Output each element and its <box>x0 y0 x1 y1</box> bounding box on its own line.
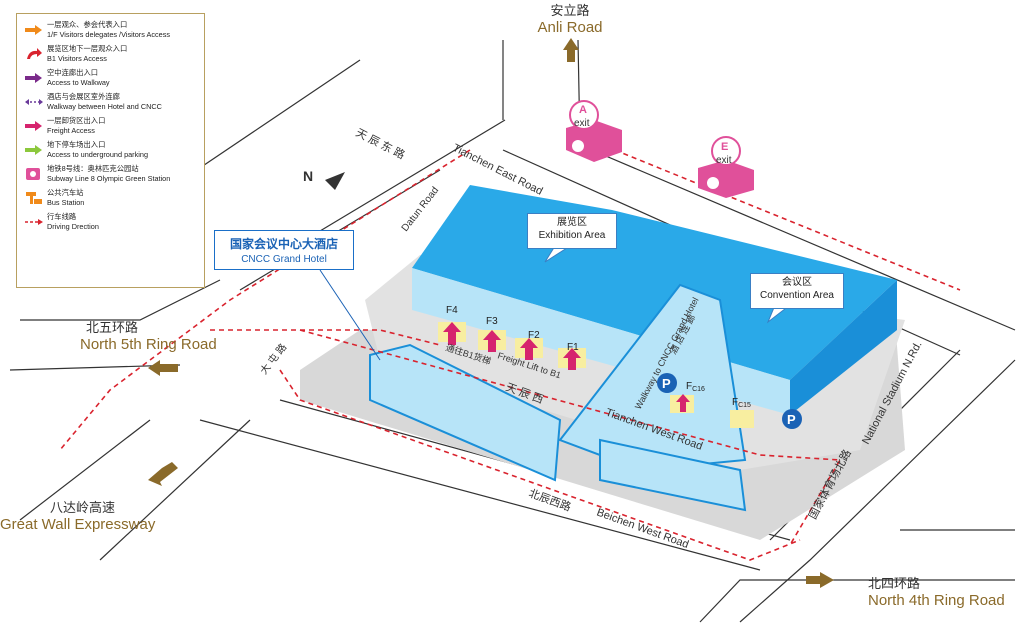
exhibition-callout: 展览区 Exhibition Area <box>527 213 617 249</box>
orange-arrow-icon <box>25 20 47 40</box>
greatwall-en: Great Wall Expressway <box>0 516 156 533</box>
svg-text:A: A <box>579 104 587 116</box>
tianchen-east-zh: 天 辰 东 路 <box>354 126 407 162</box>
hotel-callout: 国家会议中心大酒店 CNCC Grand Hotel <box>214 230 354 270</box>
north5-en: North 5th Ring Road <box>80 336 217 353</box>
datun-label: Datun Road <box>400 185 442 234</box>
svg-text:exit: exit <box>716 155 732 166</box>
anli-zh: 安立路 <box>550 3 590 18</box>
gate-fc15: FC15 <box>732 397 751 409</box>
north5-road-label: 北五环路 North 5th Ring Road <box>80 317 240 353</box>
hotel-en: CNCC Grand Hotel <box>241 254 327 265</box>
tianchen-east-label: Tianchen East Road <box>451 142 545 198</box>
legend-en: Access to Walkway <box>47 77 110 87</box>
exhibition-callout-pointer <box>544 245 571 263</box>
north5-zh: 北五环路 <box>86 320 139 335</box>
purple-arrow-icon <box>25 68 47 88</box>
freight-f3: F3 <box>486 316 498 327</box>
legend-en: Driving Drection <box>47 221 99 231</box>
svg-text:exit: exit <box>574 118 590 129</box>
exhibition-en: Exhibition Area <box>538 230 606 241</box>
exhibition-zh: 展览区 <box>557 217 587 228</box>
hotel-building-2 <box>599 438 747 512</box>
road-direction-arrows <box>148 38 834 588</box>
green-arrow-icon <box>25 140 47 160</box>
anli-en: Anli Road <box>537 19 603 36</box>
datun-zh: 大 屯 路 <box>257 341 289 377</box>
legend-zh: 一层观众、参会代表入口 <box>47 20 128 29</box>
gate-fc16: FC16 <box>686 381 705 393</box>
freight-f4: F4 <box>446 305 458 316</box>
convention-building-face <box>790 280 897 415</box>
convention-callout-pointer <box>766 304 791 324</box>
north-label: N <box>303 168 313 184</box>
legend-zh: 空中连廊出入口 <box>47 68 99 77</box>
subway-icon <box>25 164 47 184</box>
north4-en: North 4th Ring Road <box>868 592 1005 609</box>
red-dashed-line-icon <box>25 212 47 232</box>
svg-text:P: P <box>787 412 796 427</box>
svg-text:E: E <box>721 141 728 153</box>
legend-zh: 酒店与会展区室外连廊 <box>47 92 120 101</box>
svg-text:P: P <box>662 376 671 391</box>
subway-exit-a: A exit <box>566 100 622 162</box>
legend-en: Subway Line 8 Olympic Green Station <box>47 173 171 183</box>
legend-en: Bus Station <box>47 197 85 207</box>
freight-f2: F2 <box>528 330 540 341</box>
magenta-arrow-icon <box>25 116 47 136</box>
legend-zh: 地铁8号线：奥林匹克公园站 <box>47 164 139 173</box>
bus-stop-icon <box>25 188 47 208</box>
legend-zh: 一层卸货区出入口 <box>47 116 106 125</box>
legend-zh: 公共汽车站 <box>47 188 84 197</box>
legend-zh: 行车线路 <box>47 212 77 221</box>
dashed-double-arrow-icon <box>25 92 47 112</box>
north-arrow <box>325 172 345 190</box>
hotel-zh: 国家会议中心大酒店 <box>229 237 338 251</box>
hotel-building <box>369 343 562 482</box>
convention-zh: 会议区 <box>782 277 812 288</box>
greatwall-zh: 八达岭高速 <box>50 500 116 515</box>
legend-en: Walkway between Hotel and CNCC <box>47 101 162 111</box>
greatwall-road-label: 八达岭高速 Great Wall Expressway <box>0 497 160 533</box>
anli-road-label: 安立路 Anli Road <box>520 0 620 36</box>
driving-routes <box>59 139 961 561</box>
parking-sign-2: P <box>782 409 802 429</box>
hotel-callout-pointer <box>319 269 381 361</box>
convention-en: Convention Area <box>760 290 834 301</box>
red-curved-arrow-icon <box>25 44 47 64</box>
legend-en: Access to underground parking <box>47 149 149 159</box>
parking-sign-1: P <box>657 373 677 393</box>
legend-zh: 展览区地下一层观众入口 <box>47 44 128 53</box>
subway-exit-e: E exit <box>698 136 754 198</box>
convention-callout: 会议区 Convention Area <box>750 273 844 309</box>
legend-en: Freight Access <box>47 125 95 135</box>
north4-road-label: 北四环路 North 4th Ring Road <box>868 573 1018 609</box>
freight-f1: F1 <box>567 342 579 353</box>
freight-arrows <box>443 322 690 412</box>
north4-zh: 北四环路 <box>868 576 921 591</box>
legend-zh: 地下停车场出入口 <box>47 140 106 149</box>
legend-en: B1 Visitors Access <box>47 53 107 63</box>
legend-en: 1/F Visitors delegates /Visitors Access <box>47 29 171 39</box>
